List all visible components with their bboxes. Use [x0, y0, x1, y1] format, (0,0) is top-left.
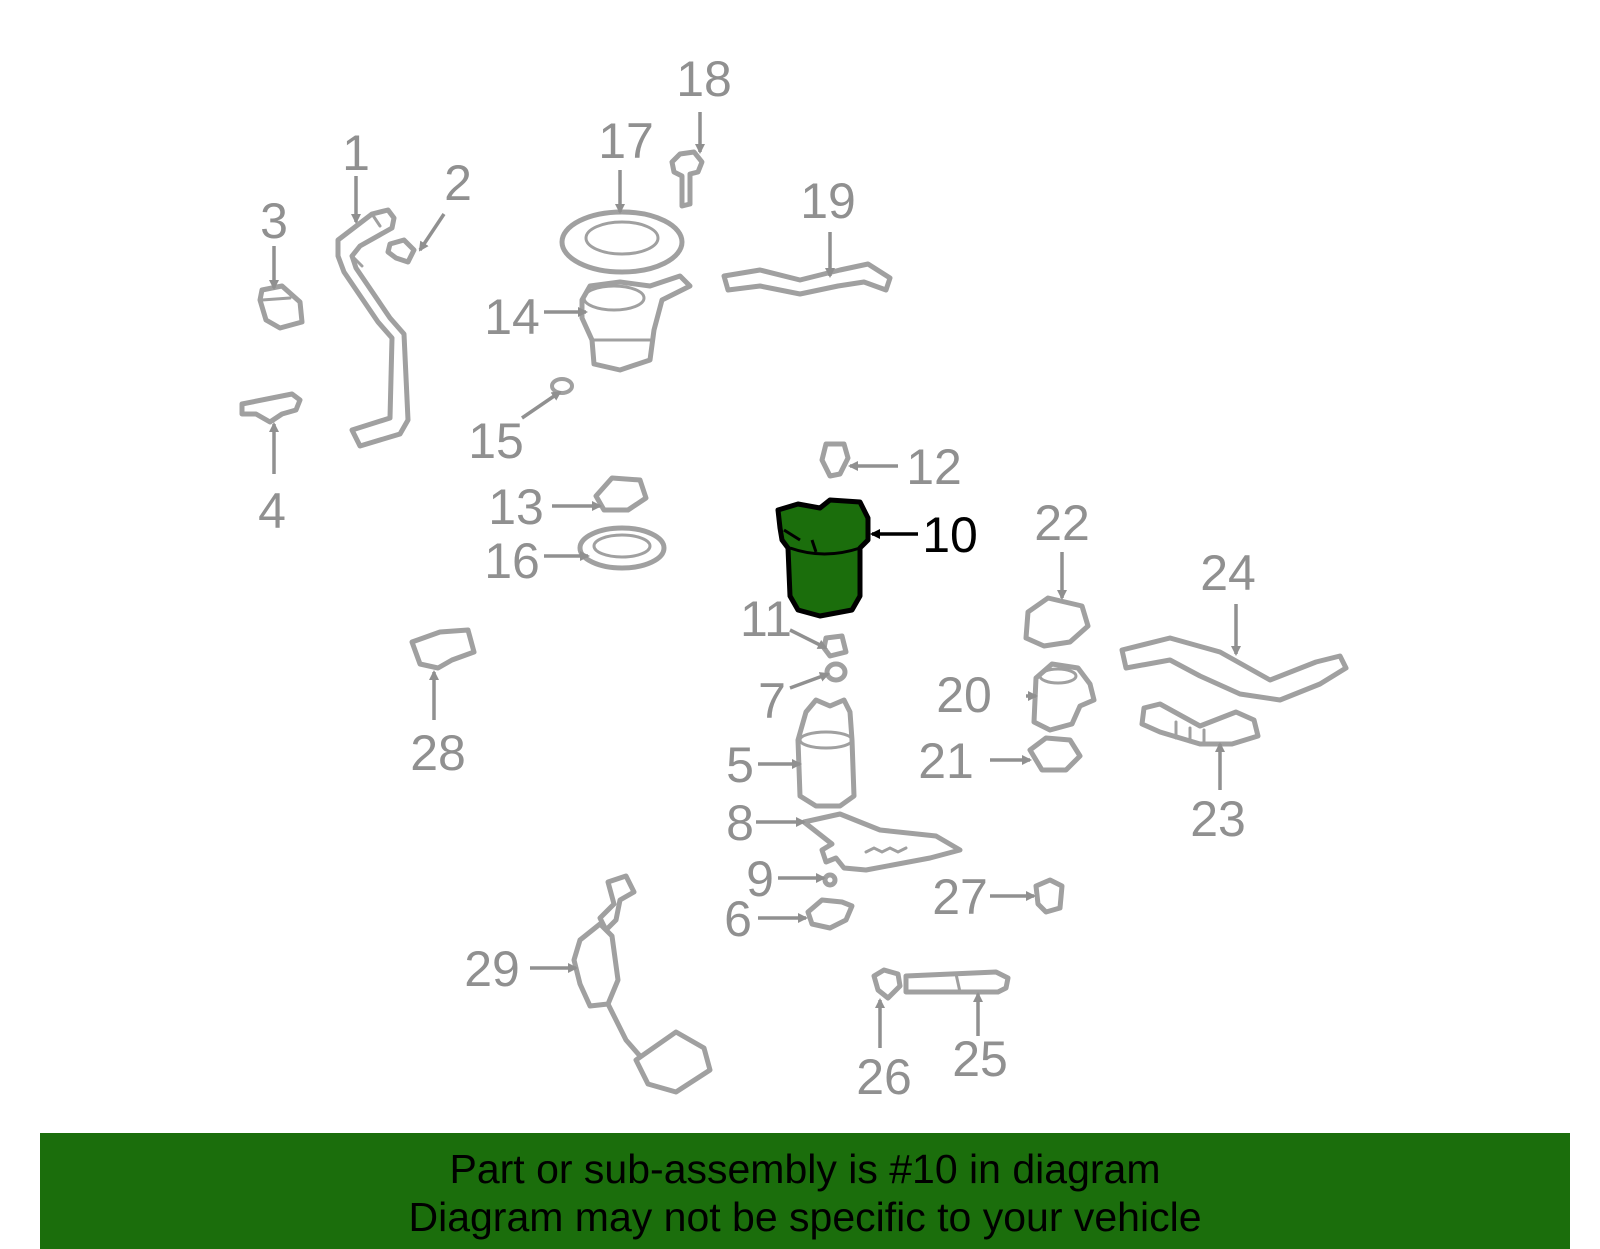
part-28-connector	[409, 627, 477, 671]
callout-24: 24	[1200, 545, 1256, 601]
part-7-seal	[824, 661, 848, 683]
callout-8: 8	[726, 795, 754, 851]
callout-15: 15	[468, 413, 524, 469]
callout-3: 3	[260, 193, 288, 249]
callout-5: 5	[726, 737, 754, 793]
part-15-o-ring	[550, 377, 574, 395]
banner-line-2: Diagram may not be specific to your vehi…	[408, 1194, 1202, 1240]
part-1-fuel-tube	[335, 207, 411, 449]
callout-13: 13	[488, 479, 544, 535]
part-19-hose	[721, 261, 893, 297]
part-12-valve	[819, 441, 851, 479]
part-2-clip	[385, 237, 417, 265]
part-24-hose	[1119, 635, 1349, 703]
callout-16: 16	[484, 533, 540, 589]
callout-6: 6	[724, 891, 752, 947]
part-5-fuel-pump	[795, 697, 857, 809]
callout-14: 14	[484, 289, 540, 345]
callout-11: 11	[740, 591, 792, 647]
callout-27: 27	[932, 869, 988, 925]
part-22-cover	[1023, 595, 1091, 649]
parts-diagram: 1 2 3 4 5 6 7 8 9 10 11 12 13 14 15 16 1…	[239, 51, 1349, 1105]
callout-22: 22	[1034, 495, 1090, 551]
callout-1: 1	[342, 125, 370, 181]
callout-9: 9	[746, 851, 774, 907]
callout-17: 17	[598, 113, 654, 169]
callout-4: 4	[258, 483, 286, 539]
part-18-bolt	[669, 149, 705, 209]
part-11-grommet	[821, 633, 849, 659]
callout-25: 25	[952, 1031, 1008, 1087]
part-8-strainer	[801, 811, 963, 873]
callout-2: 2	[444, 155, 472, 211]
part-23-hose	[1139, 701, 1261, 747]
part-4-bracket	[239, 391, 303, 425]
callout-20: 20	[936, 667, 992, 723]
part-13-cap	[593, 475, 649, 513]
part-29-sending-unit	[571, 873, 713, 1095]
callout-21: 21	[918, 733, 974, 789]
part-27-clip	[1033, 877, 1065, 915]
part-10-reservoir-highlighted	[775, 497, 871, 619]
part-3-clip	[257, 283, 305, 331]
banner-line-1: Part or sub-assembly is #10 in diagram	[449, 1146, 1161, 1192]
info-banner: Part or sub-assembly is #10 in diagram D…	[40, 1133, 1570, 1249]
callout-18: 18	[676, 51, 732, 107]
callout-26: 26	[856, 1049, 912, 1105]
part-9-retainer	[822, 872, 838, 888]
part-26-clip	[871, 967, 903, 1001]
callout-29: 29	[464, 941, 520, 997]
callout-12: 12	[906, 439, 962, 495]
callout-23: 23	[1190, 791, 1246, 847]
callout-19: 19	[800, 173, 856, 229]
part-14-module-top	[579, 273, 693, 373]
callout-10-highlighted: 10	[922, 507, 978, 563]
part-6-bracket	[805, 897, 855, 931]
callout-7: 7	[758, 673, 786, 729]
part-20-filter	[1031, 661, 1097, 733]
part-21-seal	[1027, 735, 1083, 773]
part-16-seal	[577, 525, 667, 571]
part-17-lock-ring	[559, 209, 685, 275]
leader-arrows	[269, 112, 1241, 1048]
part-25-tube	[903, 969, 1011, 995]
callout-28: 28	[410, 725, 466, 781]
